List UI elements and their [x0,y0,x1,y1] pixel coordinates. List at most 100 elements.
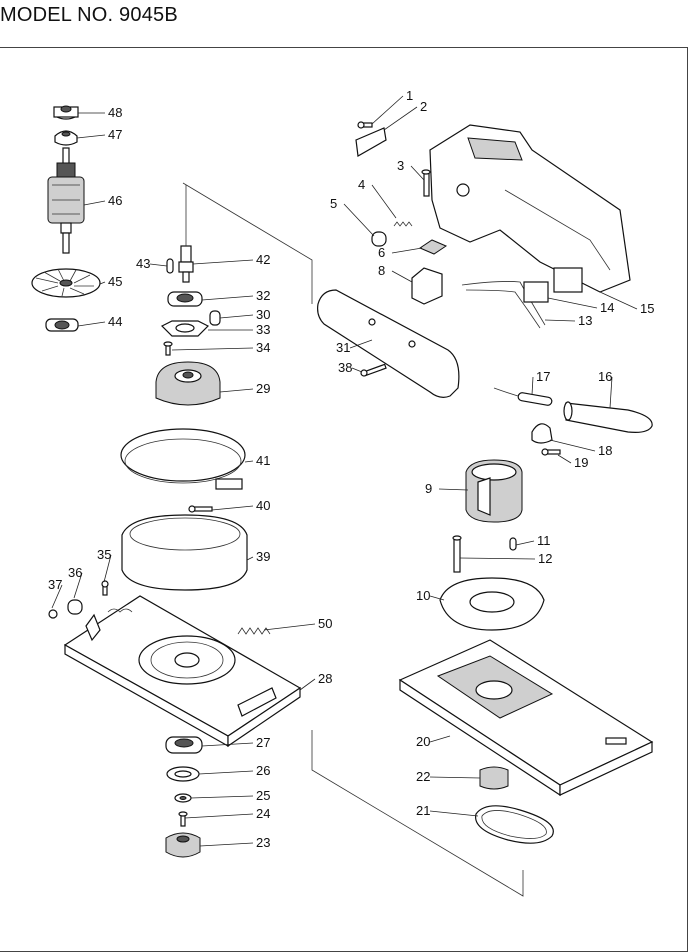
leader-line-1 [371,95,404,125]
leader-line-28 [299,678,316,691]
part-45-fan [31,268,101,298]
leader-line-25 [190,795,254,799]
leader-line-24 [184,813,254,819]
part-number-31: 31 [336,340,350,355]
part-27-bearing [165,736,203,754]
part-30-pin [209,310,221,326]
part-number-17: 17 [536,369,550,384]
leader-line-14 [547,297,598,309]
part-number-25: 25 [256,788,270,803]
part-number-36: 36 [68,565,82,580]
leader-line-4 [371,184,397,219]
leader-line-12 [459,557,536,560]
leader-line-10 [429,595,445,601]
part-24-screw [178,811,188,827]
leader-line-32 [201,295,254,301]
part-44-bearing [45,318,79,332]
part-number-40: 40 [256,498,270,513]
part-33-retainer [160,320,210,337]
part-11-pin [509,537,517,551]
part-15-brush [553,267,583,293]
part-number-23: 23 [256,835,270,850]
part-50-spring [237,627,271,635]
leader-line-30 [219,314,254,319]
leader-line-18 [549,439,596,452]
part-17-cord-guard [493,387,553,406]
part-22-plug [479,766,509,790]
leader-line-38 [351,367,363,373]
part-number-35: 35 [97,547,111,562]
leader-line-13 [544,319,576,322]
part-18-clamp [531,423,553,444]
part-number-10: 10 [416,588,430,603]
part-housing [429,124,631,293]
part-number-28: 28 [318,671,332,686]
leader-line-29 [219,388,254,393]
leader-line-43 [149,263,168,267]
part-25-washer [174,793,192,803]
leader-line-50 [263,623,316,631]
part-40-screw [188,505,213,513]
part-19-screw [541,448,561,456]
part-1-screw [357,121,373,129]
part-number-8: 8 [378,263,385,278]
part-number-45: 45 [108,274,122,289]
part-number-48: 48 [108,105,122,120]
part-number-38: 38 [338,360,352,375]
leader-line-2 [383,106,418,131]
leader-line-3 [410,165,425,181]
part-number-37: 37 [48,577,62,592]
leader-line-9 [438,488,469,491]
leader-line-31 [349,339,373,349]
part-number-14: 14 [600,300,614,315]
leader-line-6 [391,247,423,254]
leader-line-20 [429,735,451,743]
leader-line-42 [192,259,254,265]
leader-line-5 [343,203,375,237]
leader-line-44 [77,321,106,327]
leader-line-22 [429,776,481,779]
leader-line-8 [391,270,413,283]
part-number-26: 26 [256,763,270,778]
part-13-cord-leads [461,281,546,329]
part-12-screw [452,535,462,573]
part-number-30: 30 [256,307,270,322]
part-34-screw [163,341,173,356]
assembly-guide-lines [182,182,524,897]
part-4-spring [393,221,413,227]
part-32-bearing [167,291,203,307]
part-21-belt [475,805,554,844]
part-26-ring [166,766,200,782]
part-2-nameplate [355,127,387,157]
part-number-24: 24 [256,806,270,821]
part-number-2: 2 [420,99,427,114]
part-number-46: 46 [108,193,122,208]
leader-line-36 [73,572,83,599]
part-number-11: 11 [537,533,551,548]
part-31-handle-cover [317,289,460,398]
leader-line-16 [609,376,613,409]
part-number-4: 4 [358,177,365,192]
part-42-shaft [178,185,194,283]
leader-line-41 [244,460,254,463]
part-number-19: 19 [574,455,588,470]
leader-line-21 [429,810,479,817]
part-35-screw [101,580,109,596]
part-number-22: 22 [416,769,430,784]
part-number-27: 27 [256,735,270,750]
part-9-field [465,459,523,523]
part-36-collar [67,599,83,615]
part-48-bearing [53,105,79,120]
part-number-43: 43 [136,256,150,271]
part-number-5: 5 [330,196,337,211]
model-title: MODEL NO. 9045B [0,4,178,26]
part-number-44: 44 [108,314,122,329]
leader-line-23 [199,842,254,847]
leader-line-17 [531,376,534,396]
part-number-6: 6 [378,245,385,260]
leader-line-26 [198,770,254,775]
part-38-screw [360,363,387,377]
part-number-18: 18 [598,443,612,458]
